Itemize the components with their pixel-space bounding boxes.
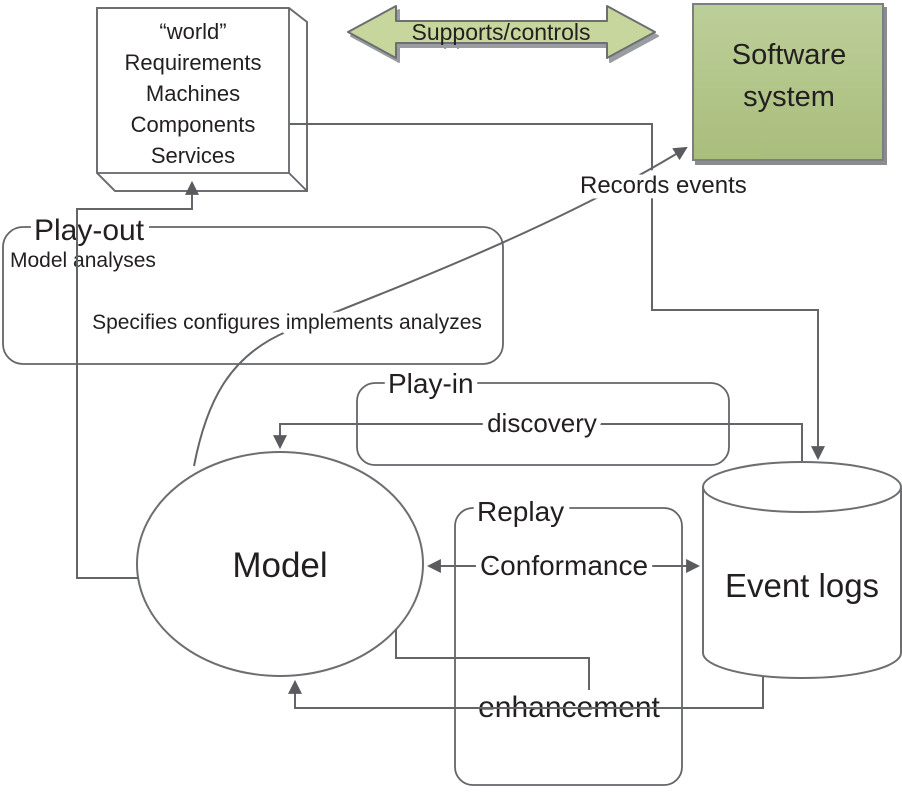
model-to-enhancement-leg-connector xyxy=(395,629,590,690)
event-logs-node: Event logs xyxy=(702,461,902,679)
software-system-label-line1: Software xyxy=(732,39,846,71)
world-box-bevel-lines xyxy=(97,8,308,192)
world-box-line-requirements: Requirements xyxy=(125,50,262,75)
enhancement-logs-to-model-connector xyxy=(288,677,764,709)
model-ellipse xyxy=(136,451,424,677)
model-analyses-label: Model analyses xyxy=(10,249,156,272)
world-box-line-services: Services xyxy=(151,143,235,168)
world-box-line-machines: Machines xyxy=(146,81,240,106)
discovery-label: discovery xyxy=(487,408,597,438)
world-records-events-to-logs-connector xyxy=(290,123,825,461)
software-system-box: Software system xyxy=(692,3,884,161)
world-box-line-components: Components xyxy=(131,112,256,137)
discovery-logs-to-model-connector xyxy=(273,423,803,461)
double-arrow-icon xyxy=(347,5,656,59)
software-system-rect xyxy=(692,3,884,161)
world-box-line-world: “world” xyxy=(159,19,226,44)
conformance-label: Conformance xyxy=(480,550,648,581)
play-out-box xyxy=(2,226,504,365)
event-logs-cylinder-body xyxy=(702,487,902,679)
specifies-caption-label: Specifies configures implements analyzes xyxy=(92,311,482,334)
event-logs-label: Event logs xyxy=(725,567,879,604)
event-logs-cylinder-top xyxy=(702,461,902,513)
replay-label: Replay xyxy=(477,496,564,527)
model-to-software-curve-connector xyxy=(193,146,688,467)
model-label: Model xyxy=(232,546,327,585)
supports-controls-arrow: Supports/controls xyxy=(347,5,656,59)
supports-controls-label: Supports/controls xyxy=(412,19,591,45)
play-out-label: Play-out xyxy=(34,214,145,247)
software-system-label-line2: system xyxy=(743,81,835,113)
world-box: “world” Requirements Machines Components… xyxy=(96,7,308,192)
replay-box xyxy=(454,507,683,786)
model-to-world-connector xyxy=(76,180,199,579)
play-in-label: Play-in xyxy=(388,368,474,399)
records-events-label: Records events xyxy=(580,172,747,199)
model-node: Model xyxy=(136,451,424,677)
